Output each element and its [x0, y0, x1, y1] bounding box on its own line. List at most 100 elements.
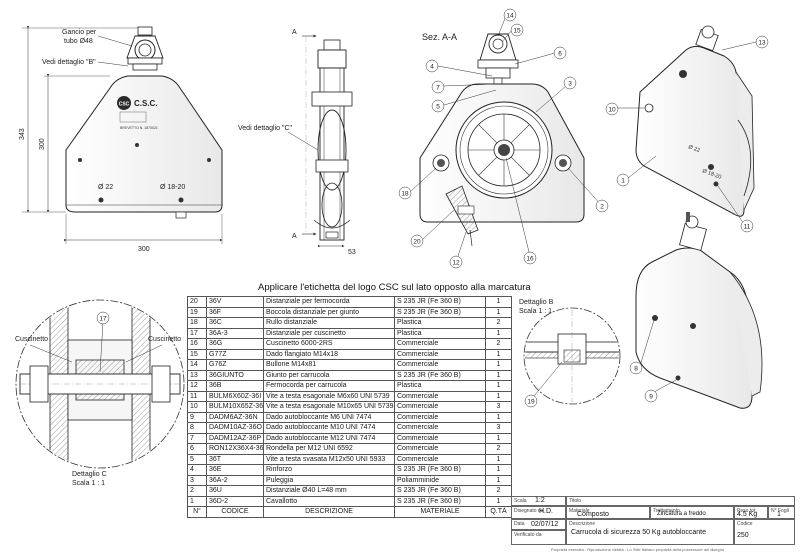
bom-cell-descrizione: Fermocorda per carrucola [263, 380, 395, 392]
detail-c-view: 17 [15, 299, 185, 469]
isometric-view-top: Ø 22 Ø 18-20 13 10 1 11 [605, 25, 769, 233]
bom-cell-codice: DADM12AZ-36P [206, 432, 264, 444]
bom-cell-materiale: Commerciale [394, 401, 486, 413]
hole-dia-18-20: Ø 18-20 [160, 184, 185, 191]
bom-cell-materiale: Commerciale [394, 390, 486, 402]
label-scala-b: Scala 1 : 1 [519, 308, 553, 315]
tb-titolo: Titolo [566, 496, 795, 506]
bom-cell-codice: 36A-3 [206, 327, 264, 339]
bom-cell-codice: DADM10AZ-36O [206, 422, 264, 434]
section-marker-a-top: A [292, 29, 297, 36]
bom-cell-materiale: Commerciale [394, 338, 486, 350]
dim-depth-53: 53 [348, 249, 356, 256]
bom-cell-descrizione: Distanziale per fermocorda [263, 296, 395, 308]
bom-cell-descrizione: Dado flangiato M14x18 [263, 348, 395, 360]
bom-cell-codice: 36C [206, 317, 264, 329]
tb-descrizione-value: Carrucola di sicurezza 50 Kg autobloccan… [571, 529, 707, 536]
tb-disegnato-value: H.D. [539, 508, 553, 515]
tb-codice-value: 250 [737, 532, 749, 539]
bom-cell-materiale: Plastica [394, 327, 486, 339]
bom-cell-codice: RON12X36X4-36M [206, 443, 264, 455]
bom-cell-materiale: S 235 JR (Fe 360 B) [394, 296, 486, 308]
section-marker-a-bottom: A [292, 233, 297, 240]
bom-cell-n: 6 [187, 443, 207, 455]
bom-cell-qta: 1 [485, 359, 512, 371]
iso-hole-dia-22: Ø 22 [687, 144, 700, 154]
logo-patent: BREVETTO N. 1870021 [120, 126, 158, 130]
bom-cell-descrizione: Vite a testa esagonale M6x60 UNI 5739 [263, 390, 395, 402]
bom-cell-materiale: S 235 JR (Fe 360 B) [394, 306, 486, 318]
bom-cell-materiale: Commerciale [394, 348, 486, 360]
bom-cell-codice: G76Z [206, 359, 264, 371]
label-dettaglio-c: Dettaglio C [72, 471, 107, 478]
bubble-6: 6 [558, 51, 562, 58]
tb-disegnato: Disegnato da [511, 506, 566, 519]
bubble-3: 3 [568, 81, 572, 88]
bom-cell-codice: G77Z [206, 348, 264, 360]
bom-cell-materiale: Commerciale [394, 422, 486, 434]
bom-cell-codice: 36T [206, 453, 264, 465]
detail-b-view: 19 [523, 307, 621, 408]
bom-cell-n: 10 [187, 401, 207, 413]
tb-trattamento: Trattamento [650, 506, 734, 519]
bubble-13: 13 [758, 40, 766, 47]
bom-cell-materiale: Commerciale [394, 443, 486, 455]
bom-cell-n: 4 [187, 464, 207, 476]
bubble-11: 11 [744, 224, 751, 231]
bom-cell-codice: DADM6AZ-36N [206, 411, 264, 423]
bom-cell-descrizione: Cavallotto [263, 495, 395, 507]
bom-header-n: N° [187, 506, 207, 518]
bom-cell-qta: 3 [485, 422, 512, 434]
bom-cell-qta: 3 [485, 401, 512, 413]
bom-cell-qta: 1 [485, 432, 512, 444]
dim-height-300: 300 [39, 138, 46, 150]
bom-cell-descrizione: Boccola distanziale per giunto [263, 306, 395, 318]
section-callout-bubbles [398, 8, 609, 269]
bom-cell-materiale: S 235 JR (Fe 360 B) [394, 485, 486, 497]
tb-peso-value: 4.5 Kg [737, 511, 758, 518]
bom-cell-n: 3 [187, 474, 207, 486]
bom-cell-codice: 36GIUNTO [206, 369, 264, 381]
bubble-1: 1 [621, 178, 625, 185]
bom-cell-n: 9 [187, 411, 207, 423]
bubble-17: 17 [99, 316, 107, 323]
bom-cell-codice: 36B [206, 380, 264, 392]
bom-cell-n: 15 [187, 348, 207, 360]
bubble-18: 18 [401, 191, 409, 198]
tb-materiale-value: Composto [577, 511, 609, 518]
tb-scala-value: 1:2 [535, 497, 545, 504]
bom-cell-materiale: Commerciale [394, 432, 486, 444]
bom-cell-qta: 2 [485, 338, 512, 350]
bom-cell-descrizione: Dado autobloccante M6 UNI 7474 [263, 411, 395, 423]
tb-scala: Scala [511, 496, 566, 506]
bom-header-row: N° CODICE DESCRIZIONE MATERIALE Q.TÀ [187, 506, 512, 518]
callout-vedi-b: Vedi dettaglio "B" [42, 59, 96, 66]
bom-cell-qta: 1 [485, 380, 512, 392]
bom-cell-qta: 1 [485, 327, 512, 339]
bom-cell-n: 12 [187, 380, 207, 392]
section-view-a-a: Sez. A-A [398, 8, 609, 269]
callout-gancio-line1: Gancio per [62, 29, 97, 36]
bom-cell-n: 17 [187, 327, 207, 339]
bom-cell-qta: 1 [485, 453, 512, 465]
bom-cell-codice: 36E [206, 464, 264, 476]
callout-vedi-c: Vedi dettaglio "C" [238, 125, 293, 132]
bom-cell-qta: 1 [485, 411, 512, 423]
isometric-view-bottom: 8 9 [629, 212, 763, 409]
bom-cell-qta: 1 [485, 495, 512, 507]
bom-cell-n: 18 [187, 317, 207, 329]
side-view: A A 53 Vedi dettaglio "C" [238, 29, 356, 256]
bom-cell-codice: 36G [206, 338, 264, 350]
label-dettaglio-b: Dettaglio B [519, 299, 554, 306]
bom-cell-qta: 1 [485, 296, 512, 308]
bom-cell-materiale: Poliamminide [394, 474, 486, 486]
title-block: Scala 1:2 Titolo Disegnato da H.D. Mater… [511, 496, 795, 554]
bom-cell-codice: 36V [206, 296, 264, 308]
